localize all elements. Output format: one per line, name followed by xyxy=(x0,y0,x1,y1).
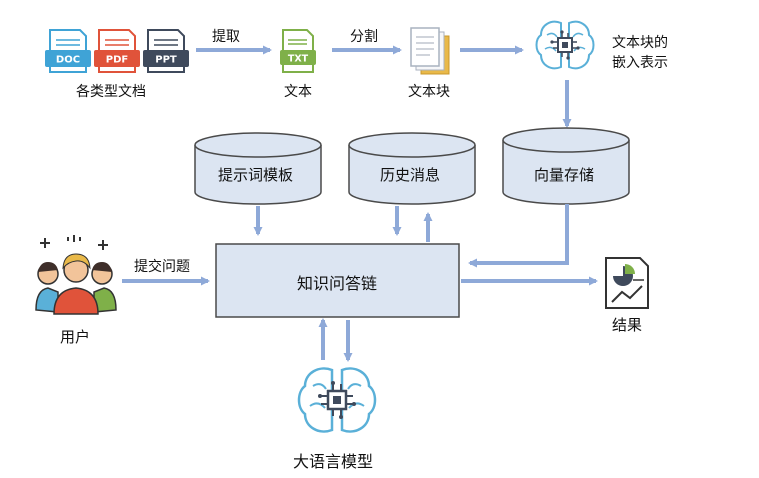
ppt-file-icon: PPT xyxy=(143,29,189,73)
user-group-icon xyxy=(35,235,117,315)
llm-label: 大语言模型 xyxy=(293,452,374,471)
prompt-template-database xyxy=(194,132,322,205)
llm-brain-icon xyxy=(297,367,377,433)
documents-label: 各类型文档 xyxy=(76,84,146,100)
vector-to-chain-arrow xyxy=(468,204,569,268)
doc-icon-text: DOC xyxy=(56,55,80,66)
prompt-templates-label: 提示词模板 xyxy=(218,166,294,184)
text-label: 文本 xyxy=(284,84,312,100)
vector-store-database xyxy=(502,127,630,205)
result-label: 结果 xyxy=(612,316,643,334)
qa-chain-box xyxy=(215,243,460,318)
pdf-file-icon: PDF xyxy=(94,29,140,73)
qa-chain-label: 知识问答链 xyxy=(297,274,378,293)
pdf-icon-text: PDF xyxy=(106,55,128,66)
history-database xyxy=(348,132,476,205)
txt-file-icon: TXT xyxy=(280,29,316,73)
result-report-icon xyxy=(605,257,649,309)
extract-arrow-label: 提取 xyxy=(212,29,240,45)
text-chunks-label: 文本块 xyxy=(408,84,450,100)
ppt-icon-text: PPT xyxy=(155,55,177,66)
embedding-brain-icon xyxy=(535,20,595,70)
text-chunks-icon xyxy=(410,27,450,75)
user-label: 用户 xyxy=(60,328,91,346)
split-arrow-label: 分割 xyxy=(350,29,378,45)
history-label: 历史消息 xyxy=(380,166,441,184)
submit-question-label: 提交问题 xyxy=(134,259,190,275)
vector-store-label: 向量存储 xyxy=(534,166,595,184)
doc-file-icon: DOC xyxy=(45,29,91,73)
txt-icon-text: TXT xyxy=(288,54,309,65)
embedding-label-line2: 嵌入表示 xyxy=(612,55,668,71)
embedding-label-line1: 文本块的 xyxy=(612,35,668,51)
